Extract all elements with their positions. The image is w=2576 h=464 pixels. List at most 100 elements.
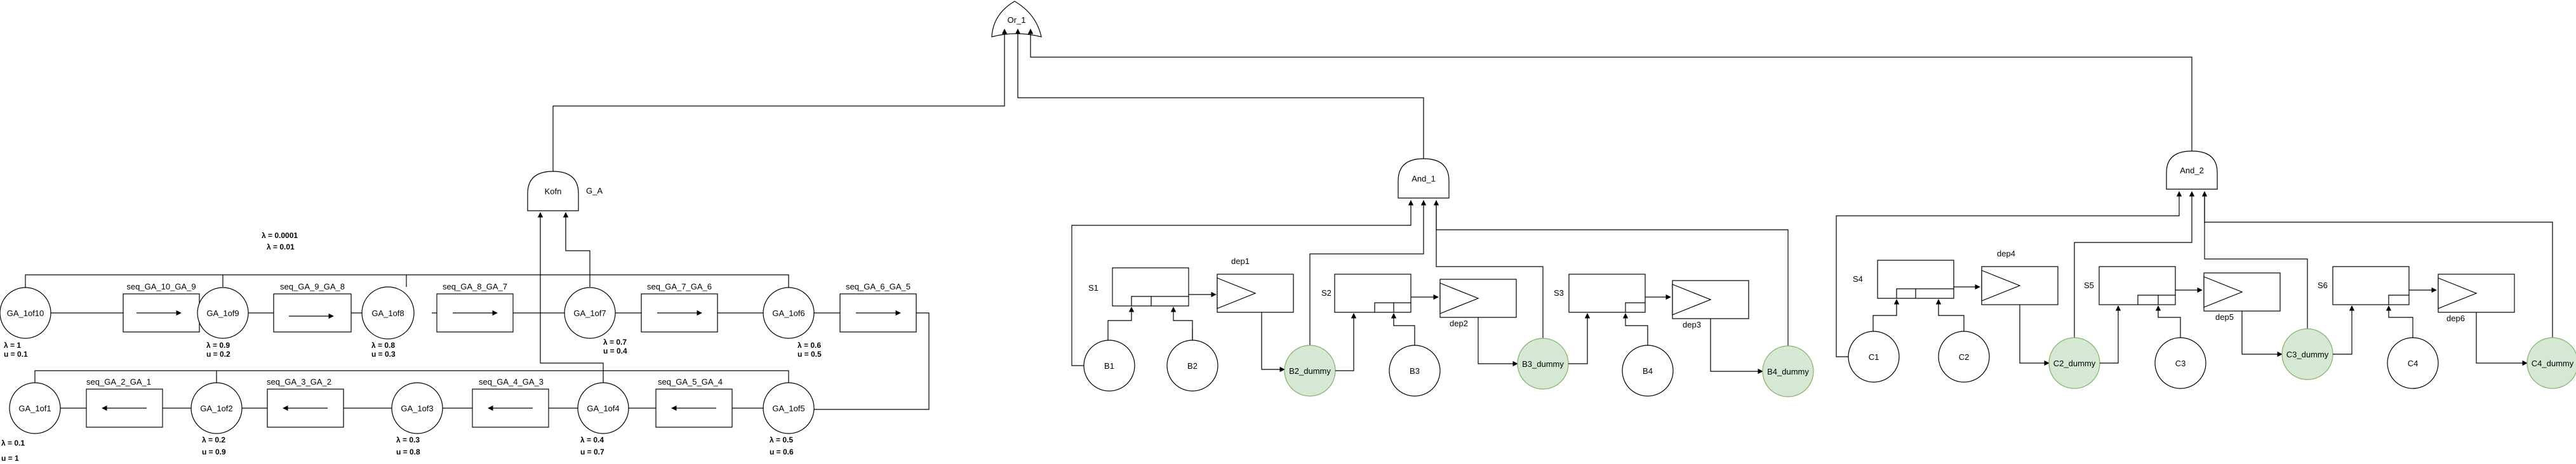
- ga-node[interactable]: GA_1of3: [391, 382, 443, 434]
- dummy-event[interactable]: C2_dummy: [2048, 337, 2100, 389]
- dep-label: dep5: [2215, 312, 2234, 322]
- wire-kofn-or: [552, 29, 1008, 171]
- wire-and1-or: [1015, 29, 1424, 159]
- basic-event[interactable]: C4: [2387, 337, 2439, 389]
- seq-gate-label: seq_GA_2_GA_1: [86, 377, 151, 387]
- seq-gate[interactable]: seq_GA_5_GA_4: [655, 377, 733, 428]
- dummy-event[interactable]: B3_dummy: [1517, 338, 1569, 390]
- seq-gate[interactable]: seq_GA_10_GA_9: [123, 282, 200, 333]
- ga-node[interactable]: GA_1of6: [763, 287, 815, 339]
- or-gate-label: Or_1: [1008, 15, 1026, 25]
- dummy-event[interactable]: B4_dummy: [1762, 345, 1814, 397]
- seq-gate-label: seq_GA_9_GA_8: [280, 282, 345, 291]
- kofn-gate-label: Kofn: [545, 187, 562, 196]
- dummy-event[interactable]: C4_dummy: [2526, 337, 2576, 389]
- seq-gate[interactable]: seq_GA_9_GA_8: [273, 282, 352, 333]
- param-u: u = 0.1: [4, 350, 28, 359]
- seq-gate[interactable]: seq_GA_2_GA_1: [86, 377, 163, 428]
- fdep-gate[interactable]: [2203, 272, 2281, 312]
- param-lambda: λ = 0.5: [770, 435, 793, 444]
- spare-gate[interactable]: [1112, 267, 1189, 307]
- seq-gate[interactable]: seq_GA_3_GA_2: [267, 377, 344, 428]
- spare-label: S4: [1853, 274, 1863, 284]
- param-u: u = 0.4: [603, 347, 627, 355]
- param-u: u = 0.2: [206, 350, 230, 359]
- ga-node[interactable]: GA_1of10: [0, 287, 51, 339]
- dep-label: dep1: [1231, 256, 1250, 266]
- wire-ga-row1-top: [25, 274, 789, 290]
- param-u: u = 0.6: [770, 447, 794, 456]
- spare-label: S2: [1321, 288, 1331, 298]
- fdep-gate[interactable]: [1672, 280, 1749, 319]
- basic-event[interactable]: C2: [1938, 331, 1990, 383]
- spare-gate[interactable]: [1334, 274, 1411, 313]
- dummy-event-label: C4_dummy: [2532, 359, 2574, 368]
- basic-event[interactable]: C1: [1848, 331, 1900, 383]
- dep-label: dep3: [1683, 320, 1701, 329]
- dummy-event-label: B2_dummy: [1289, 366, 1331, 376]
- seq-gate-label: seq_GA_3_GA_2: [267, 377, 331, 387]
- ga-node[interactable]: GA_1of9: [197, 287, 249, 339]
- fdep-gate[interactable]: [1439, 279, 1517, 318]
- basic-event-label: B2: [1187, 361, 1198, 371]
- ga-node-label: GA_1of9: [206, 308, 239, 318]
- fdep-gate[interactable]: [1981, 266, 2059, 305]
- spare-gate[interactable]: [1568, 274, 1646, 313]
- spare-label: S3: [1554, 288, 1564, 298]
- spare-gate[interactable]: [2099, 266, 2176, 305]
- basic-event-label: B1: [1104, 361, 1114, 371]
- and-gate-1-label: And_1: [1411, 174, 1436, 183]
- top-lambda-2: λ = 0.01: [267, 242, 295, 251]
- param-lambda: λ = 0.4: [580, 435, 604, 444]
- param-lambda: λ = 0.2: [202, 435, 225, 444]
- dep-label: dep2: [1450, 319, 1468, 328]
- ga-node[interactable]: GA_1of5: [763, 382, 815, 434]
- ga-node[interactable]: GA_1of2: [190, 382, 243, 434]
- basic-event[interactable]: B1: [1083, 340, 1135, 392]
- param-u: u = 1: [1, 454, 19, 463]
- param-u: u = 0.7: [580, 447, 604, 456]
- fdep-gate[interactable]: [2438, 274, 2515, 313]
- basic-event-label: C3: [2175, 359, 2186, 368]
- ga-node[interactable]: GA_1of7: [564, 287, 616, 339]
- dummy-event-label: C2_dummy: [2053, 359, 2096, 368]
- seq-gate[interactable]: seq_GA_4_GA_3: [472, 377, 549, 428]
- ga-node[interactable]: GA_1of4: [577, 382, 629, 434]
- dummy-event[interactable]: C3_dummy: [2281, 328, 2333, 380]
- basic-event[interactable]: B3: [1389, 345, 1441, 397]
- ga-node[interactable]: GA_1of1: [9, 382, 61, 434]
- basic-event[interactable]: C3: [2154, 337, 2206, 389]
- and-gate-1[interactable]: And_1: [1398, 158, 1450, 199]
- spare-gate[interactable]: [1877, 260, 1954, 299]
- ga-node-label: GA_1of3: [401, 404, 433, 413]
- param-lambda: λ = 0.7: [603, 338, 627, 347]
- or-gate[interactable]: Or_1: [991, 1, 1042, 37]
- seq-gate[interactable]: seq_GA_8_GA_7: [436, 282, 514, 333]
- spare-label: S1: [1088, 283, 1098, 293]
- kofn-gate[interactable]: Kofn: [527, 171, 579, 211]
- seq-gate-label: seq_GA_4_GA_3: [479, 377, 544, 387]
- and-gate-2-label: And_2: [2180, 166, 2204, 175]
- ga-node-label: GA_1of1: [18, 404, 51, 413]
- seq-gate-label: seq_GA_7_GA_6: [647, 282, 712, 291]
- kofn-side-label: G_A: [586, 186, 603, 196]
- and-gate-2[interactable]: And_2: [2166, 150, 2218, 190]
- ga-node-label: GA_1of7: [573, 308, 606, 318]
- ga-node-label: GA_1of10: [7, 308, 44, 318]
- spare-gate[interactable]: [2332, 266, 2410, 305]
- seq-gate[interactable]: seq_GA_7_GA_6: [641, 282, 718, 333]
- top-lambda-1: λ = 0.0001: [262, 231, 298, 240]
- param-u: u = 0.3: [371, 350, 396, 359]
- seq-gate[interactable]: seq_GA_6_GA_5: [839, 282, 917, 333]
- param-u: u = 0.9: [202, 447, 226, 456]
- basic-event[interactable]: B4: [1622, 345, 1674, 397]
- param-lambda: λ = 0.3: [396, 435, 420, 444]
- basic-event[interactable]: B2: [1166, 340, 1218, 392]
- basic-event-label: C4: [2408, 359, 2419, 368]
- basic-event-label: C2: [1959, 352, 1970, 362]
- dummy-event-label: C3_dummy: [2286, 350, 2329, 359]
- dummy-event[interactable]: B2_dummy: [1284, 345, 1336, 397]
- ga-node[interactable]: GA_1of8: [361, 286, 415, 340]
- fdep-gate[interactable]: [1217, 274, 1294, 313]
